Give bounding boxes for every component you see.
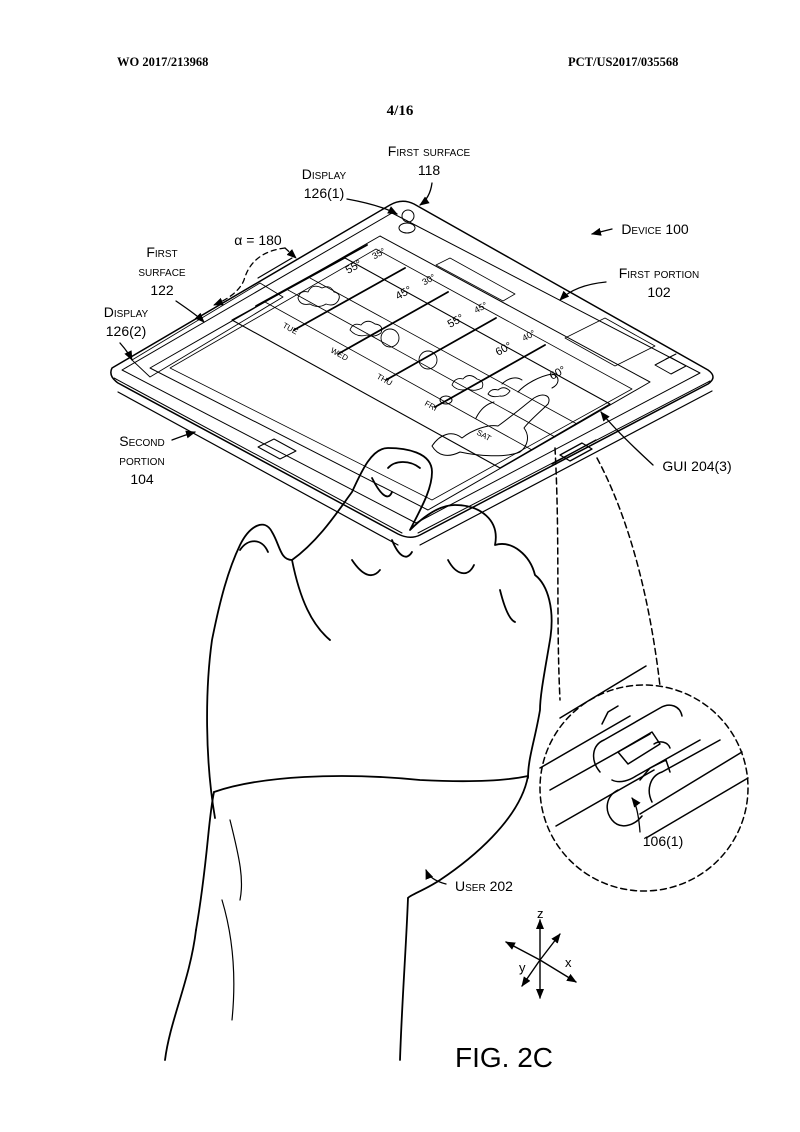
label-first-surface-122: First surface 122: [138, 244, 186, 298]
first-display-screen: [149, 209, 656, 511]
low-temp-tue: 35°: [370, 246, 387, 262]
label-display-126-1: Display 126(1): [301, 166, 347, 201]
day-thu: THU: [375, 372, 394, 388]
day-fri: FRI: [423, 399, 439, 413]
label-display-126-2: Display 126(2): [103, 304, 149, 339]
label-first-surface-118: First surface 118: [387, 143, 471, 178]
publication-number: WO 2017/213968: [117, 55, 209, 69]
label-gui-204-3: GUI 204(3): [662, 458, 732, 474]
user-sleeve: [164, 775, 529, 1061]
low-temp-fri: 40°: [520, 328, 537, 344]
day-sat: SAT: [475, 428, 493, 443]
day-tue: TUE: [281, 321, 299, 337]
sheet-number: 4/16: [386, 103, 414, 119]
leader-lines: [119, 182, 654, 885]
label-second-portion-104: Second portion 104: [119, 433, 165, 487]
device-frame: [110, 200, 714, 538]
label-first-portion-102: First portion 102: [618, 265, 700, 300]
low-temp-wed: 30°: [420, 272, 437, 288]
application-number: PCT/US2017/035568: [568, 55, 679, 69]
figure-caption: FIG. 2C: [455, 1042, 554, 1073]
on-screen-touch-hand: [431, 373, 559, 457]
screen-buttons: [257, 353, 687, 460]
device-hinge: [551, 439, 597, 465]
axes-glyph: [505, 919, 577, 999]
low-temp-thu: 45°: [472, 300, 489, 316]
high-temp-fri: 60°: [494, 340, 514, 359]
label-hinge-106-1: 106(1): [642, 833, 684, 849]
second-portion-edge: [117, 390, 713, 546]
user-hand: [206, 447, 553, 819]
axis-z-label: z: [537, 906, 544, 921]
label-user-202: User 202: [455, 878, 513, 894]
axis-x-label: x: [565, 955, 572, 970]
high-temp-tue: 55°: [344, 258, 364, 277]
label-device-100: Device 100: [621, 221, 689, 237]
hinge-detail: [539, 447, 749, 892]
axis-y-label: y: [519, 960, 526, 975]
label-alpha: α = 180: [234, 232, 282, 248]
